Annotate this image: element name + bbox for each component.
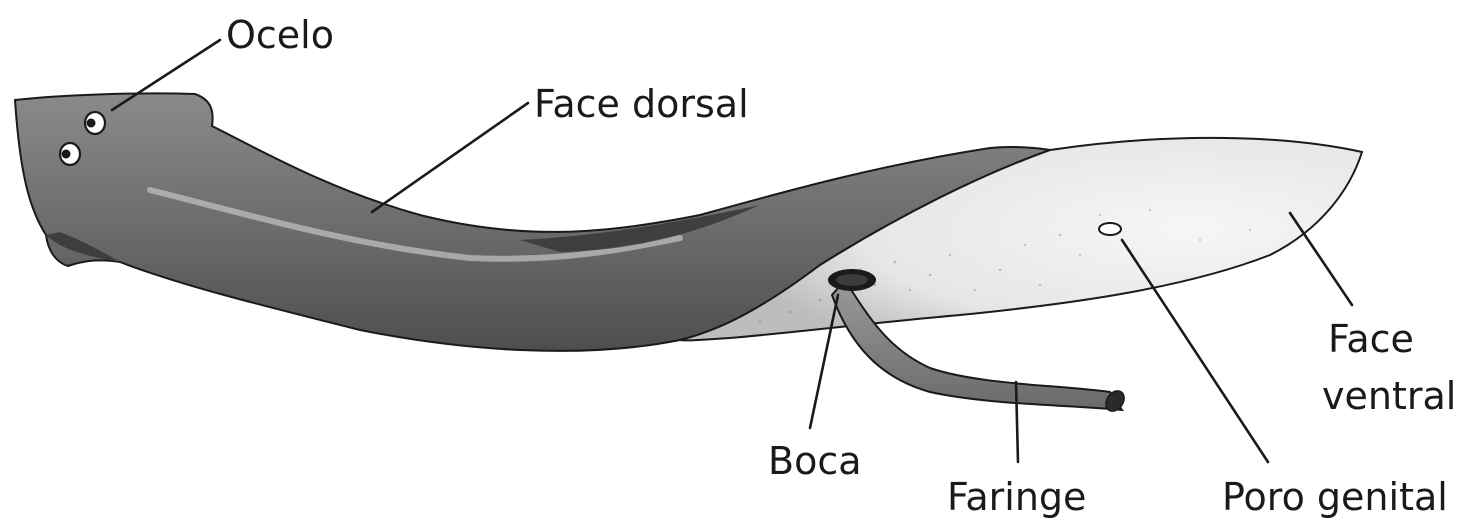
label-faringe: Faringe — [947, 475, 1086, 519]
genital-pore — [1099, 223, 1121, 235]
label-ocelo: Ocelo — [226, 13, 334, 57]
face-ventral-leader — [1290, 213, 1352, 305]
label-boca: Boca — [768, 439, 862, 483]
label-face-ventral-line2: ventral — [1322, 374, 1456, 418]
label-face-ventral-line1: Face — [1328, 317, 1414, 361]
mouth-inner — [836, 274, 868, 286]
face-dorsal-leader — [372, 103, 528, 212]
label-face-dorsal: Face dorsal — [534, 82, 749, 126]
label-poro-genital: Poro genital — [1222, 475, 1448, 519]
